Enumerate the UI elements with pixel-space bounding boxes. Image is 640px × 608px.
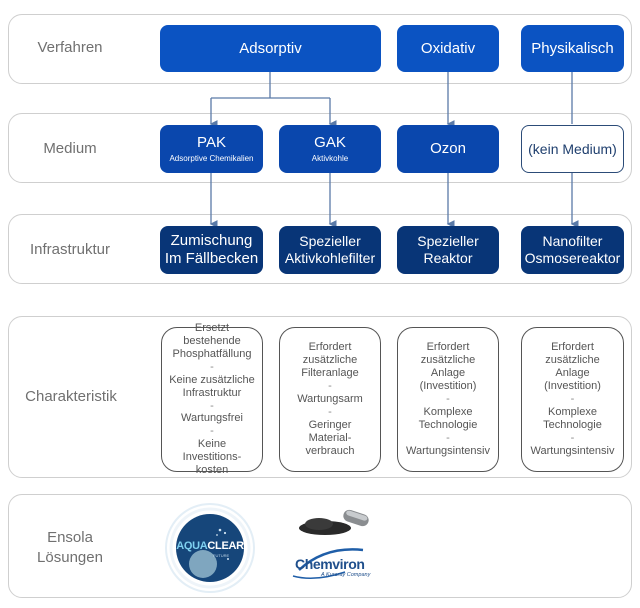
characteristic-line: Phosphatfällung xyxy=(172,347,252,360)
characteristic-line: zusätzliche xyxy=(545,354,600,367)
infra-physikalisch: Nanofilter Osmosereaktor xyxy=(521,226,624,274)
separator: - xyxy=(446,431,450,444)
verfahren-oxidativ-label: Oxidativ xyxy=(420,39,476,57)
separator: - xyxy=(328,380,332,393)
characteristic-line: Erfordert xyxy=(551,341,594,354)
infra-physikalisch-line2: Osmosereaktor xyxy=(524,250,621,266)
band-loesungen xyxy=(8,494,632,598)
row-label-verfahren: Verfahren xyxy=(37,39,103,56)
separator: - xyxy=(210,399,214,412)
infra-pak-line1: Zumischung xyxy=(170,232,253,249)
characteristic-line: Geringer xyxy=(308,418,352,431)
characteristic-line: Anlage xyxy=(430,367,466,380)
infra-ozon-line2: Reaktor xyxy=(423,250,473,266)
medium-pak-title: PAK xyxy=(197,134,226,152)
medium-gak-subtitle: Aktivkohle xyxy=(311,154,349,164)
characteristic-line: Keine zusätzliche xyxy=(169,373,255,386)
characteristic-line: Wartungsintensiv xyxy=(406,444,490,457)
medium-gak-title: GAK xyxy=(314,134,346,152)
characteristic-line: Keine xyxy=(197,438,227,451)
characteristic-line: Anlage xyxy=(555,367,590,380)
chemviron-tagline: A Kuraray Company xyxy=(321,572,371,578)
infra-ozon-line1: Spezieller xyxy=(417,233,479,250)
separator: - xyxy=(570,393,575,406)
characteristic-line: Technologie xyxy=(543,418,602,431)
row-label-charakteristik: Charakteristik xyxy=(25,388,117,405)
medium-ozon-title: Ozon xyxy=(430,140,466,157)
verfahren-oxidativ: Oxidativ xyxy=(397,25,499,72)
infra-gak-line1: Spezieller xyxy=(299,233,361,250)
chemviron-logo: Chemviron A Kuraray Company xyxy=(285,504,385,584)
medium-pak: PAK Adsorptive Chemikalien xyxy=(160,125,263,173)
characteristic-line: Technologie xyxy=(418,418,478,431)
characteristic-line: Komplexe xyxy=(548,405,597,418)
characteristic-line: zusätzliche xyxy=(420,354,476,367)
row-label-infrastruktur: Infrastruktur xyxy=(29,241,111,258)
medium-kein-title: (kein Medium) xyxy=(528,140,617,157)
separator: - xyxy=(328,405,332,418)
characteristic-line: Wartungsfrei xyxy=(181,412,243,425)
characteristic-line: Erfordert xyxy=(308,341,352,354)
medium-gak: GAK Aktivkohle xyxy=(279,125,381,173)
row-label-loesungen: Ensola Lösungen xyxy=(20,528,120,569)
separator: - xyxy=(210,360,214,373)
separator: - xyxy=(446,393,450,406)
aquaclear-tagline: FUTURE xyxy=(213,553,230,558)
characteristic-line: Infrastruktur xyxy=(182,386,242,399)
verfahren-adsorptiv-label: Adsorptiv xyxy=(239,39,302,57)
characteristic-line: zusätzliche xyxy=(302,354,358,367)
aquaclear-logo-graphic xyxy=(165,503,255,593)
separator: - xyxy=(570,431,575,444)
verfahren-physikalisch-label: Physikalisch xyxy=(531,39,614,57)
medium-ozon: Ozon xyxy=(397,125,499,173)
infra-gak: Spezieller Aktivkohlefilter xyxy=(279,226,381,274)
characteristic-line: Komplexe xyxy=(423,405,473,418)
row-label-medium: Medium xyxy=(43,140,97,157)
infra-pak-line2: Im Fällbecken xyxy=(164,250,259,267)
verfahren-physikalisch: Physikalisch xyxy=(521,25,624,72)
medium-pak-subtitle: Adsorptive Chemikalien xyxy=(169,154,254,164)
separator: - xyxy=(210,425,214,438)
row-label-loesungen-line1: Ensola xyxy=(47,529,93,546)
characteristic-line: Wartungsarm xyxy=(297,393,363,406)
infra-pak: Zumischung Im Fällbecken xyxy=(160,226,263,274)
characteristic-line: (Investition) xyxy=(544,380,601,393)
chemviron-name: Chemviron xyxy=(295,556,365,572)
characteristic-line: Material- xyxy=(308,431,352,444)
characteristic-line: Investitions- xyxy=(182,451,242,464)
aquaclear-brand-a: AQUA xyxy=(176,540,208,552)
infra-physikalisch-line1: Nanofilter xyxy=(542,233,603,250)
characteristic-line: Erfordert xyxy=(426,341,470,354)
row-label-loesungen-line2: Lösungen xyxy=(37,549,103,567)
characteristic-line: kosten xyxy=(195,464,229,477)
characteristic-line: verbrauch xyxy=(305,444,355,457)
characteristic-line: bestehende xyxy=(183,334,241,347)
chemviron-swoosh-icon xyxy=(292,548,364,579)
characteristic-line: Ersetzt xyxy=(194,321,230,334)
characteristic-line: Filteranlage xyxy=(301,367,359,380)
infra-gak-line2: Aktivkohlefilter xyxy=(284,250,376,266)
aquaclear-brand-b: CLEAR xyxy=(207,540,244,552)
characteristic-line: Wartungsintensiv xyxy=(530,444,615,457)
aquaclear-logo: AQUACLEAR FUTURE xyxy=(165,502,255,594)
infra-ozon: Spezieller Reaktor xyxy=(397,226,499,274)
medium-kein: (kein Medium) xyxy=(521,125,624,173)
chemviron-carbon-image xyxy=(299,509,369,535)
verfahren-adsorptiv: Adsorptiv xyxy=(160,25,381,72)
characteristic-line: (Investition) xyxy=(419,380,477,393)
